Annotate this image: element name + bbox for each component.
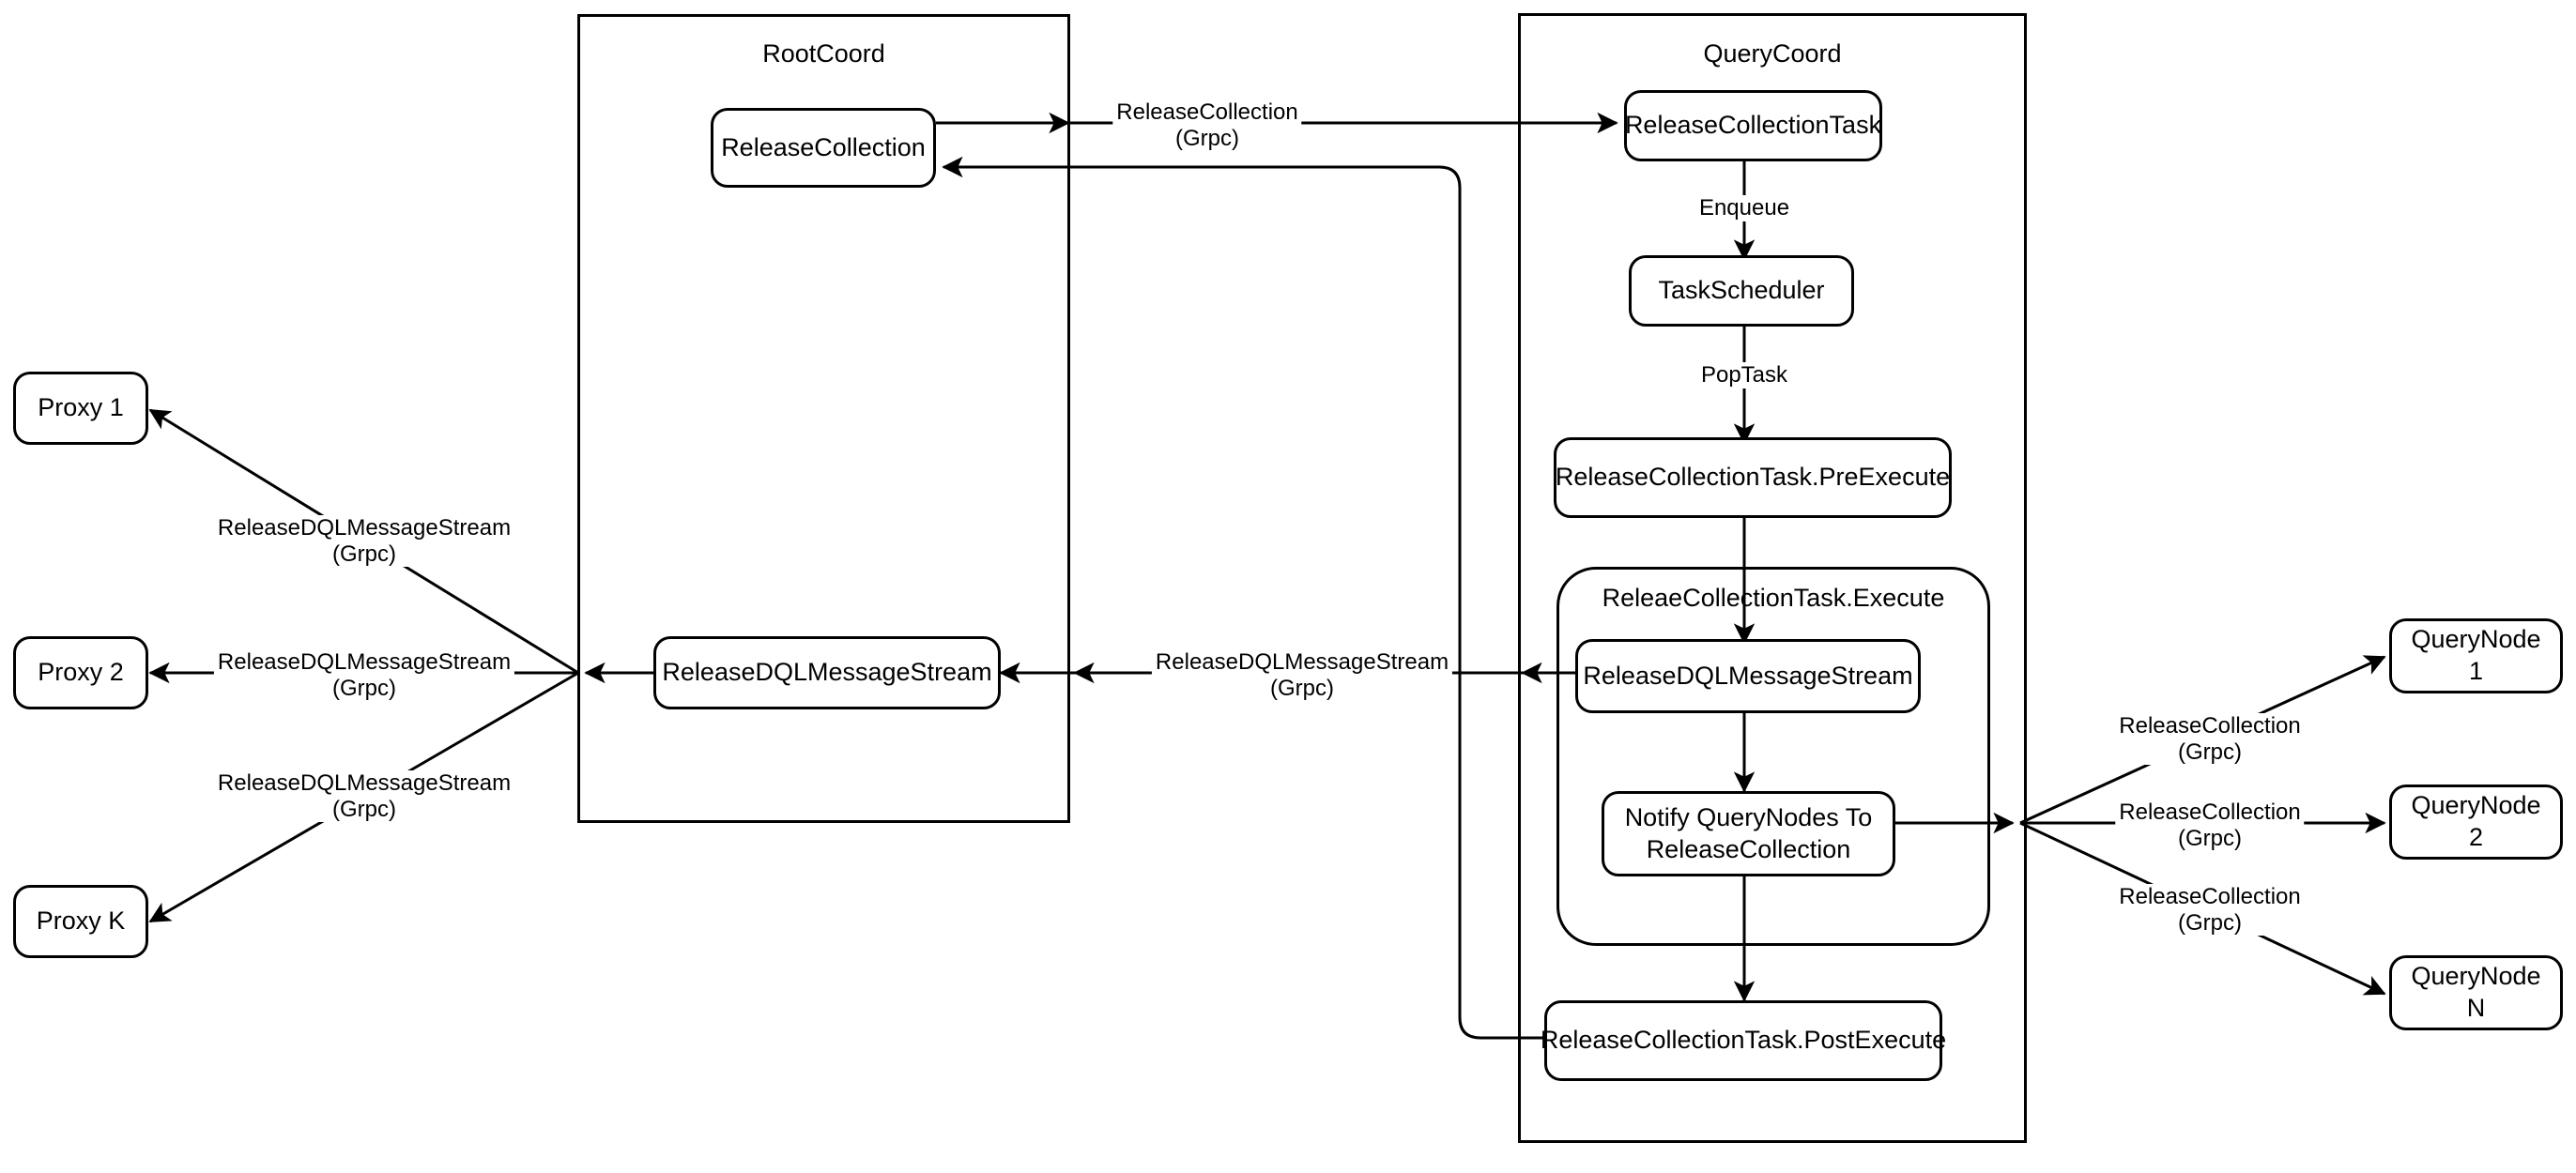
edge-label-querynode-2-line2: (Grpc) [2177, 825, 2242, 851]
edge-label-querynode-1-releasecollection: ReleaseCollection (Grpc) [2115, 713, 2305, 766]
edge-label-qc-to-rc-dql: ReleaseDQLMessageStream (Grpc) [1151, 649, 1453, 702]
edge-label-querynode-1-line1: ReleaseCollection [2119, 713, 2301, 739]
node-notify-querynodes-line2: ReleaseCollection [1646, 834, 1851, 863]
edge-label-releasecollection-grpc-line2: (Grpc) [1174, 125, 1239, 151]
edge-label-proxy-k-dql-line1: ReleaseDQLMessageStream [217, 770, 512, 796]
edge-label-querynode-1-line2: (Grpc) [2177, 739, 2242, 765]
edge-label-proxy-1-dql-line2: (Grpc) [331, 541, 396, 567]
edge-label-proxy-1-dql: ReleaseDQLMessageStream (Grpc) [213, 515, 515, 568]
edge-label-enqueue-text: Enqueue [1698, 195, 1790, 221]
edge-label-querynode-2-line1: ReleaseCollection [2119, 800, 2301, 825]
node-releasecollectiontask[interactable]: ReleaseCollectionTask [1624, 90, 1882, 161]
node-notify-querynodes-line1: Notify QueryNodes To [1624, 802, 1873, 831]
edge-label-poptask-text: PopTask [1700, 362, 1788, 388]
node-releasecollectiontask-preexecute[interactable]: ReleaseCollectionTask.PreExecute [1554, 437, 1952, 518]
node-querycoord-releasedqlmessagestream[interactable]: ReleaseDQLMessageStream [1575, 639, 1921, 713]
node-releasecollectiontask-label: ReleaseCollectionTask [1624, 111, 1882, 140]
container-querycoord-title: QueryCoord [1703, 39, 1842, 68]
node-querynode-1-label: QueryNode 1 [2411, 625, 2541, 685]
node-rootcoord-releasecollection[interactable]: ReleaseCollection [711, 108, 936, 188]
edge-label-poptask: PopTask [1696, 362, 1792, 388]
edge-label-releasecollection-grpc: ReleaseCollection (Grpc) [1112, 99, 1302, 152]
edge-label-querynode-n-releasecollection: ReleaseCollection (Grpc) [2115, 884, 2305, 937]
node-rootcoord-releasedqlmessagestream-label: ReleaseDQLMessageStream [662, 658, 992, 687]
container-querycoord [1518, 13, 2027, 1143]
node-proxy-k[interactable]: Proxy K [13, 885, 148, 958]
container-rootcoord [577, 14, 1070, 823]
edge-label-releasecollection-grpc-line1: ReleaseCollection [1116, 99, 1298, 125]
edge-label-proxy-k-dql-line2: (Grpc) [331, 796, 396, 822]
edge-label-proxy-2-dql-line1: ReleaseDQLMessageStream [217, 649, 512, 675]
edge-label-proxy-k-dql: ReleaseDQLMessageStream (Grpc) [213, 770, 515, 823]
node-proxy-1[interactable]: Proxy 1 [13, 372, 148, 445]
node-querynode-2[interactable]: QueryNode 2 [2389, 785, 2563, 860]
edge-postexecute-return-path [1070, 165, 1544, 1040]
subflow-execute [1556, 567, 1990, 946]
subflow-execute-title: ReleaeCollectionTask.Execute [1602, 584, 1945, 612]
node-releasecollectiontask-postexecute-label: ReleaseCollectionTask.PostExecute [1540, 1026, 1947, 1055]
node-querynode-1[interactable]: QueryNode 1 [2389, 618, 2563, 693]
edge-label-querynode-n-line1: ReleaseCollection [2119, 884, 2301, 909]
node-notify-querynodes-releasecollection[interactable]: Notify QueryNodes To ReleaseCollection [1602, 791, 1895, 876]
node-taskscheduler-label: TaskScheduler [1658, 276, 1825, 305]
node-rootcoord-releasecollection-label: ReleaseCollection [721, 132, 926, 161]
edge-label-proxy-2-dql: ReleaseDQLMessageStream (Grpc) [213, 649, 515, 702]
node-taskscheduler[interactable]: TaskScheduler [1629, 255, 1854, 327]
node-querynode-2-label: QueryNode 2 [2411, 791, 2541, 851]
node-releasecollectiontask-postexecute[interactable]: ReleaseCollectionTask.PostExecute [1541, 1000, 1946, 1081]
edge-label-enqueue: Enqueue [1694, 195, 1794, 221]
node-proxy-1-label: Proxy 1 [38, 393, 124, 422]
edge-label-proxy-1-dql-line1: ReleaseDQLMessageStream [217, 515, 512, 541]
edge-label-proxy-2-dql-line2: (Grpc) [331, 675, 396, 701]
node-proxy-2[interactable]: Proxy 2 [13, 636, 148, 709]
node-proxy-k-label: Proxy K [36, 906, 126, 936]
node-querynode-n[interactable]: QueryNode N [2389, 955, 2563, 1030]
edge-label-querynode-n-line2: (Grpc) [2177, 909, 2242, 936]
container-rootcoord-title: RootCoord [762, 39, 885, 68]
node-querynode-n-label: QueryNode N [2411, 962, 2541, 1022]
node-rootcoord-releasedqlmessagestream[interactable]: ReleaseDQLMessageStream [653, 636, 1001, 709]
node-querycoord-releasedqlmessagestream-label: ReleaseDQLMessageStream [1583, 661, 1913, 690]
node-proxy-2-label: Proxy 2 [38, 658, 124, 687]
edge-label-querynode-2-releasecollection: ReleaseCollection (Grpc) [2115, 800, 2305, 852]
edge-label-qc-to-rc-dql-line2: (Grpc) [1269, 675, 1334, 701]
node-releasecollectiontask-preexecute-label: ReleaseCollectionTask.PreExecute [1555, 463, 1951, 492]
edge-label-qc-to-rc-dql-line1: ReleaseDQLMessageStream [1155, 649, 1449, 675]
